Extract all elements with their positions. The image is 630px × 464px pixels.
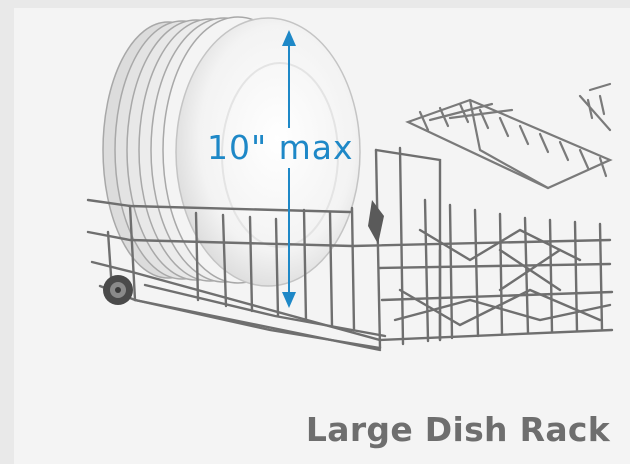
height-dimension-arrow <box>282 30 296 308</box>
rack-wheel <box>103 275 133 305</box>
max-height-label: 10" max <box>207 128 354 167</box>
fold-down-tine-shelf <box>405 82 613 190</box>
feature-caption: Large Dish Rack <box>305 410 610 449</box>
lower-rack <box>86 146 614 352</box>
rack-clip <box>368 200 384 244</box>
